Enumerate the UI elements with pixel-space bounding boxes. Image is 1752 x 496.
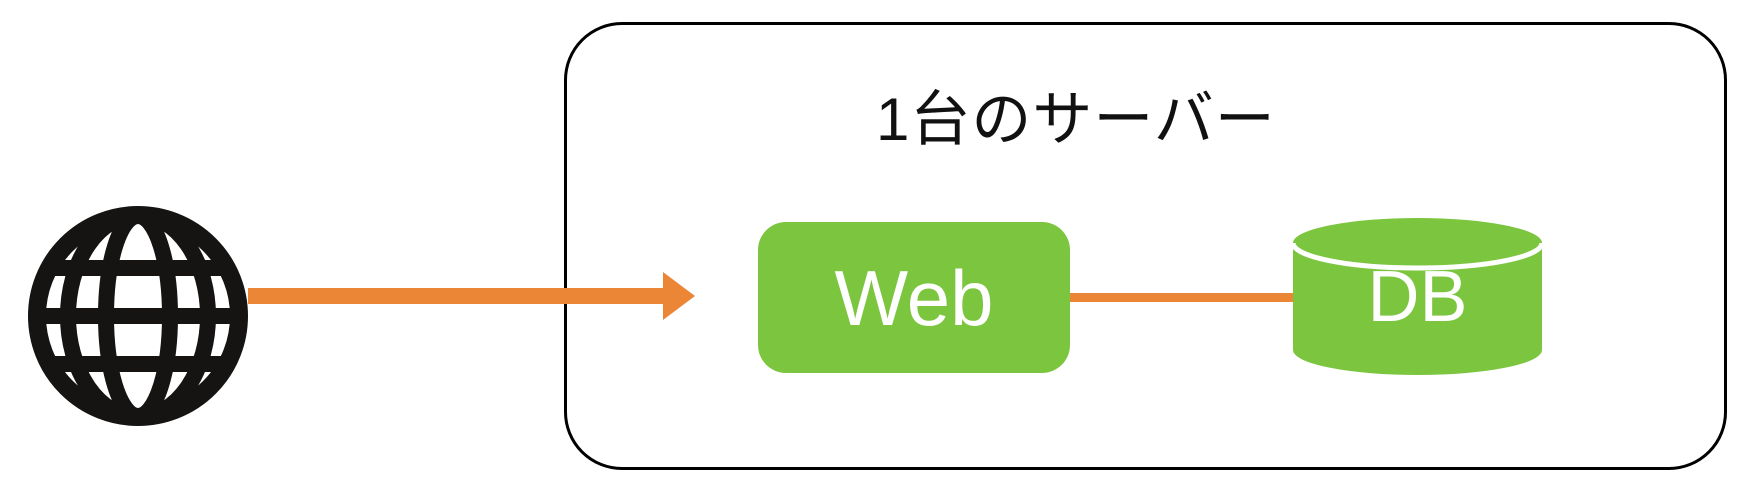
web-node-label: Web xyxy=(834,253,994,342)
database-cylinder-icon xyxy=(1293,218,1542,375)
db-server-node: DB xyxy=(1293,218,1542,375)
server-box-title: 1台のサーバー xyxy=(876,86,1276,153)
server-boundary-box xyxy=(564,22,1727,470)
db-node-label: DB xyxy=(1367,256,1468,337)
internet-globe-icon xyxy=(28,206,248,426)
web-server-node: Web xyxy=(758,222,1070,373)
